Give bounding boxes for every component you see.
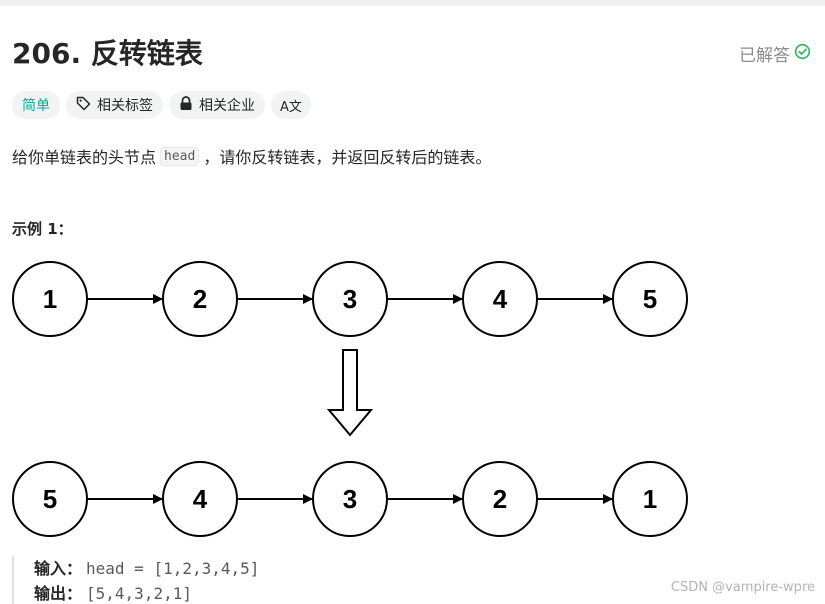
translate-button[interactable]: A文	[271, 91, 311, 119]
example-input: 输入： head = [1,2,3,4,5]	[34, 556, 259, 581]
original-list-node-value: 3	[343, 284, 357, 314]
original-list-node: 3	[312, 261, 388, 337]
reversed-list-node: 1	[612, 461, 688, 537]
difficulty-tag[interactable]: 简单	[12, 91, 60, 119]
reversed-list: 5 4 3 2 1	[12, 461, 688, 537]
example-io-block: 输入： head = [1,2,3,4,5] 输出： [5,4,3,2,1]	[12, 556, 259, 604]
reverse-down-arrow	[326, 349, 374, 437]
difficulty-label: 简单	[22, 98, 50, 114]
tag-bar: 简单 相关标签 相关企业 A文	[12, 91, 311, 119]
description-text-1: 给你单链表的头节点	[12, 148, 157, 167]
original-list: 1 2 3 4 5	[12, 261, 688, 337]
check-circle-icon	[794, 43, 811, 65]
reversed-list-node: 4	[162, 461, 238, 537]
related-tags-label: 相关标签	[97, 98, 153, 114]
reversed-list-node-value: 5	[43, 484, 57, 514]
example-title: 示例 1：	[12, 220, 73, 238]
reversed-list-node-circle	[612, 461, 688, 537]
original-list-node: 1	[12, 261, 88, 337]
reversed-list-node: 2	[462, 461, 538, 537]
reversed-list-node-value: 3	[343, 484, 357, 514]
original-list-node: 4	[462, 261, 538, 337]
translate-glyph: A文	[280, 99, 302, 115]
related-companies-label: 相关企业	[199, 98, 255, 114]
original-list-node-value: 2	[193, 284, 207, 314]
reversed-list-node: 5	[12, 461, 88, 537]
solved-label: 已解答	[739, 46, 790, 66]
original-list-node-circle	[612, 261, 688, 337]
reversed-list-node-value: 4	[193, 484, 208, 514]
reversed-list-node-value: 1	[643, 484, 657, 514]
reversed-list-node: 3	[312, 461, 388, 537]
related-companies-button[interactable]: 相关企业	[169, 91, 265, 119]
description-text-2: ，请你反转链表，并返回反转后的链表。	[203, 148, 492, 167]
tag-icon	[76, 96, 91, 115]
original-list-node-value: 4	[493, 284, 508, 314]
solved-status: 已解答	[739, 41, 811, 66]
original-list-node-value: 1	[43, 284, 57, 314]
original-list-node-value: 5	[643, 284, 657, 314]
output-value: [5,4,3,2,1]	[86, 584, 192, 603]
reversed-list-node-value: 2	[493, 484, 507, 514]
top-bar	[0, 0, 825, 6]
original-list-node: 2	[162, 261, 238, 337]
input-label: 输入：	[34, 559, 83, 578]
problem-title: 206. 反转链表	[12, 37, 203, 70]
related-tags-button[interactable]: 相关标签	[66, 91, 163, 119]
inline-code-head: head	[160, 146, 200, 166]
translate-icon: A文	[280, 96, 302, 115]
input-value: head = [1,2,3,4,5]	[86, 559, 260, 578]
output-label: 输出：	[34, 584, 83, 603]
example-output: 输出： [5,4,3,2,1]	[34, 581, 259, 604]
original-list-node: 5	[612, 261, 688, 337]
linked-list-diagram: 1 2 3 4 5 5 4 3 2 1	[12, 261, 688, 537]
lock-icon	[179, 95, 193, 115]
csdn-watermark: CSDN @vampire-wpre	[670, 580, 815, 595]
problem-description: 给你单链表的头节点 head ，请你反转链表，并返回反转后的链表。	[12, 144, 491, 168]
